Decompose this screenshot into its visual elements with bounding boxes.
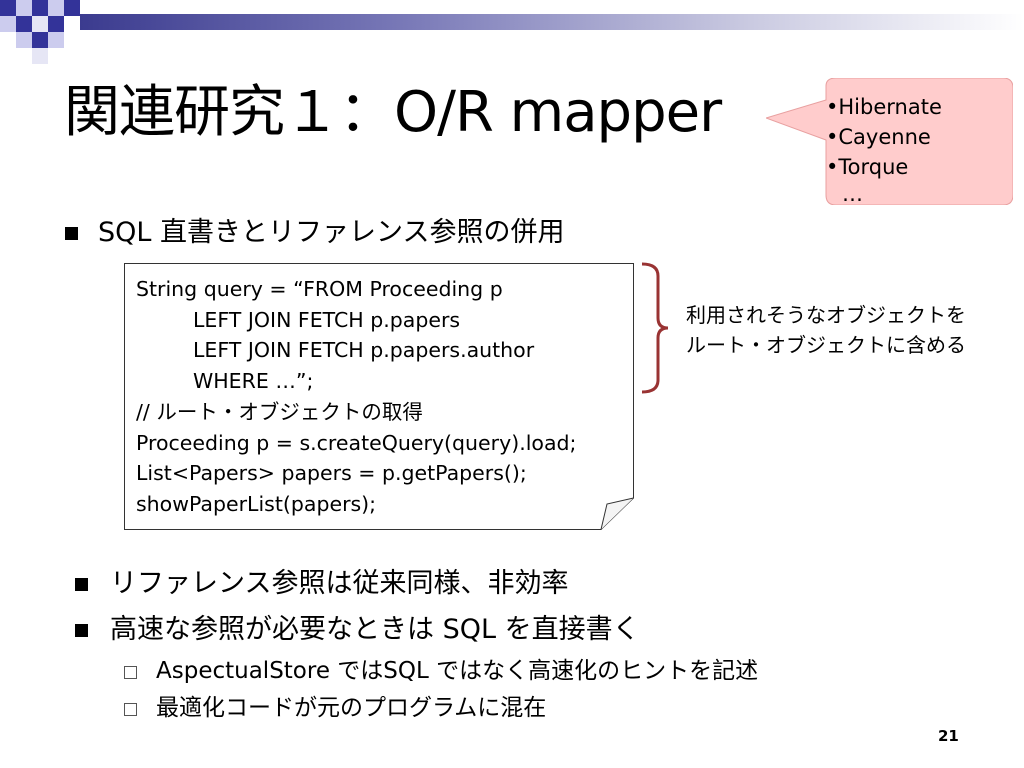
- brace-note-line: ルート・オブジェクトに含める: [686, 333, 966, 357]
- header-gradient-bar: [80, 14, 1024, 30]
- brace-note: 利用されそうなオブジェクトを ルート・オブジェクトに含める: [686, 300, 966, 360]
- sub-bullet-marker: [124, 703, 137, 716]
- right-brace: [641, 262, 669, 394]
- callout-list: •Hibernate •Cayenne •Torque …: [826, 92, 942, 206]
- code-line: LEFT JOIN FETCH p.papers: [193, 307, 461, 332]
- header-ornament: [0, 0, 80, 64]
- sub-bullet-text: 最適化コードが元のプログラムに混在: [156, 695, 547, 721]
- bullet-text: 高速な参照が必要なときは SQL を直接書く: [110, 614, 640, 645]
- code-listing: String query = “FROM Proceeding p LEFT J…: [136, 274, 576, 520]
- code-line: String query = “FROM Proceeding p: [136, 277, 503, 301]
- slide-title: 関連研究１：O/R mapper: [64, 80, 722, 145]
- sub-bullet-text: AspectualStore ではSQL ではなく高速化のヒントを記述: [156, 658, 759, 684]
- code-line: List<Papers> papers = p.getPapers();: [136, 461, 527, 486]
- brace-note-line: 利用されそうなオブジェクトを: [686, 303, 966, 327]
- code-line: // ルート・オブジェクトの取得: [136, 399, 423, 424]
- bullet-marker: [75, 578, 88, 591]
- bullet-marker: [75, 624, 88, 637]
- sub-bullet-marker: [124, 666, 137, 679]
- code-line: Proceeding p = s.createQuery(query).load…: [136, 430, 577, 455]
- callout-bubble: [766, 78, 1013, 205]
- code-line: showPaperList(papers);: [136, 491, 377, 516]
- bullet-text: SQL 直書きとリファレンス参照の併用: [98, 217, 565, 248]
- code-line: WHERE …”;: [193, 369, 314, 394]
- callout-item: •Hibernate: [826, 95, 942, 119]
- callout-item: •Torque: [826, 155, 909, 179]
- callout-item: •Cayenne: [826, 125, 931, 149]
- code-box: [124, 263, 634, 530]
- bullet-marker: [65, 227, 78, 240]
- code-line: LEFT JOIN FETCH p.papers.author: [193, 338, 535, 363]
- page-number: 21: [938, 727, 959, 745]
- bullet-text: リファレンス参照は従来同様、非効率: [110, 568, 569, 599]
- callout-item: …: [842, 182, 863, 206]
